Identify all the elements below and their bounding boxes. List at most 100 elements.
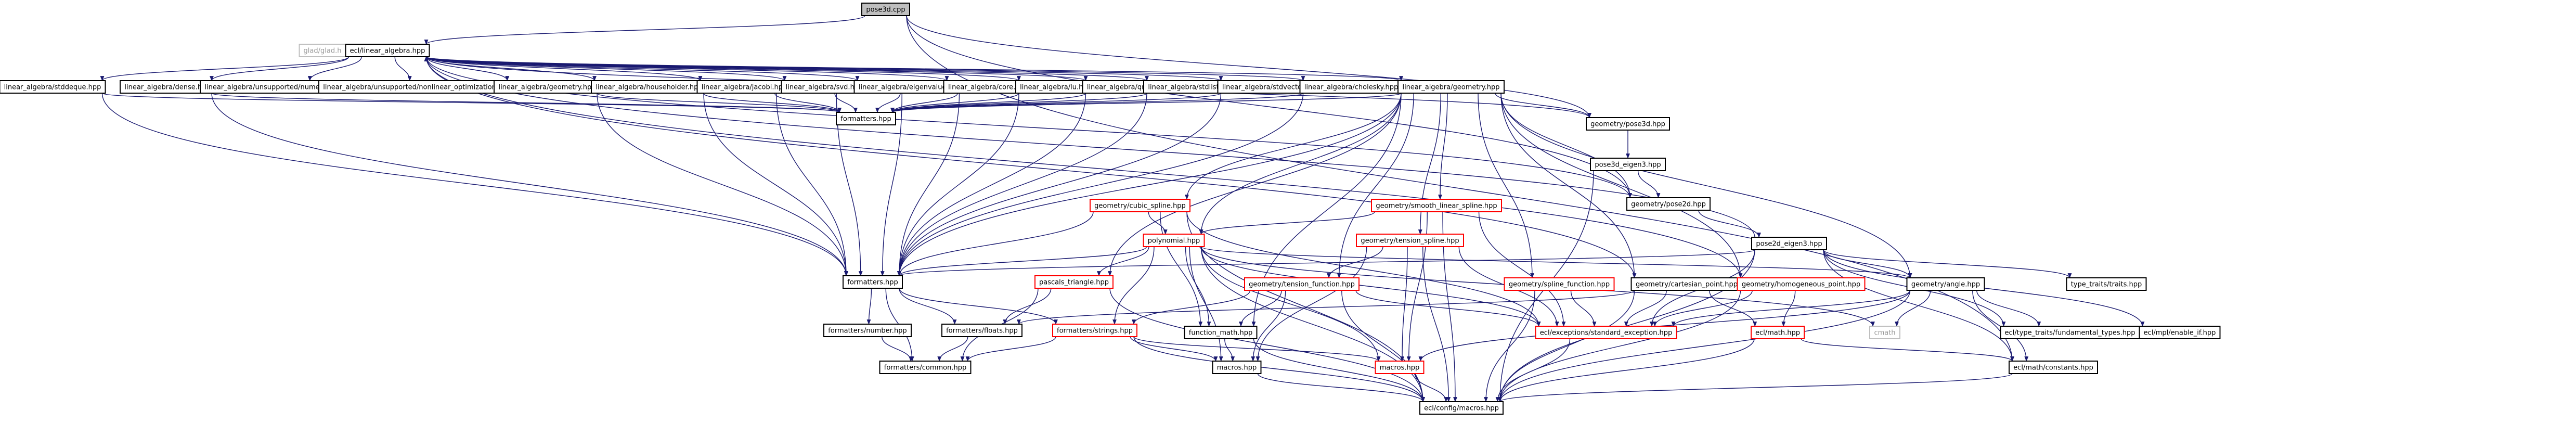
- node-label: glad/glad.h: [304, 47, 342, 55]
- edge-core-to-formatters: [897, 93, 960, 276]
- node-label: linear_algebra/householder.hpp: [596, 84, 702, 92]
- edge-linear-algebra-to-qr: [425, 56, 1088, 81]
- graph-node-la-geometry[interactable]: linear_algebra/geometry.hpp: [494, 80, 601, 94]
- graph-node-std-exception[interactable]: ecl/exceptions/standard_exception.hpp: [1535, 326, 1677, 339]
- graph-node-formatters-top[interactable]: formatters.hpp: [836, 112, 896, 125]
- edge-linear-algebra-to-jacobi: [425, 56, 703, 81]
- edge-ecl-la-geometry-to-spline-function: [1478, 93, 1534, 278]
- node-box: [2009, 361, 2098, 374]
- graph-node-svd[interactable]: linear_algebra/svd.hpp: [781, 80, 868, 94]
- edge-pascals-triangle-to-formatters-floats: [1003, 288, 1052, 325]
- graph-node-nonlinear-opt[interactable]: linear_algebra/unsupported/nonlinear_opt…: [318, 80, 516, 94]
- node-label: linear_algebra/cholesky.hpp: [1304, 84, 1399, 92]
- node-label: geometry/smooth_linear_spline.hpp: [1376, 202, 1497, 210]
- edge-pose2d-eigen3-to-math-constants: [1823, 249, 2014, 362]
- edge-spline-function-to-std-exception: [1570, 290, 1597, 327]
- node-label: linear_algebra/geometry.hpp: [498, 84, 596, 92]
- graph-node-homogeneous-point[interactable]: geometry/homogeneous_point.hpp: [1737, 277, 1866, 291]
- edge-stdlist-to-formatters: [897, 93, 1147, 276]
- edge-tension-spline-to-tension-function: [1327, 246, 1383, 278]
- edge-formatters-to-formatters-number: [866, 288, 872, 325]
- edge-cubic-spline-to-std-exception: [1186, 211, 1541, 327]
- graph-node-cholesky[interactable]: linear_algebra/cholesky.hpp: [1299, 80, 1403, 94]
- graph-node-linear-algebra[interactable]: ecl/linear_algebra.hpp: [345, 44, 430, 57]
- graph-node-householder[interactable]: linear_algebra/householder.hpp: [591, 80, 707, 94]
- edge-tension-function-to-formatters-strings: [1132, 290, 1251, 325]
- edge-linear-algebra-to-ecl-la-geometry: [425, 56, 1403, 81]
- edge-angle-to-std-exception: [1671, 290, 1911, 327]
- node-box: [2000, 326, 2140, 339]
- edge-cubic-spline-to-formatters: [897, 211, 1094, 276]
- graph-node-formatters-common[interactable]: formatters/common.hpp: [879, 361, 972, 374]
- node-label: linear_algebra/stddeque.hpp: [4, 84, 101, 92]
- node-box: [1212, 361, 1262, 374]
- node-label: pascals_triangle.hpp: [1039, 279, 1109, 287]
- graph-node-tension-spline[interactable]: geometry/tension_spline.hpp: [1356, 234, 1464, 247]
- edge-linear-algebra-to-numerical-diff: [307, 56, 362, 81]
- edge-ecl-la-geometry-to-pose3d-hpp: [1495, 93, 1591, 118]
- edge-macros-plain-to-config-macros: [1257, 373, 1425, 402]
- node-box: [1751, 326, 1805, 339]
- graph-node-formatters-floats[interactable]: formatters/floats.hpp: [941, 324, 1022, 337]
- node-label: ecl/linear_algebra.hpp: [350, 47, 425, 55]
- graph-node-dense[interactable]: linear_algebra/dense.hpp: [120, 80, 215, 94]
- node-label: ecl/type_traits/fundamental_types.hpp: [2005, 329, 2135, 337]
- graph-node-pose3d-hpp[interactable]: geometry/pose3d.hpp: [1586, 117, 1670, 131]
- graph-node-tension-function[interactable]: geometry/tension_function.hpp: [1244, 277, 1360, 291]
- edge-linear-algebra-to-stdvector: [425, 56, 1223, 81]
- graph-node-pascals-triangle[interactable]: pascals_triangle.hpp: [1034, 275, 1114, 289]
- node-label: geometry/cartesian_point.hpp: [1636, 281, 1738, 289]
- node-label: polynomial.hpp: [1148, 237, 1200, 245]
- graph-node-config-macros[interactable]: ecl/config/macros.hpp: [1419, 401, 1504, 415]
- edge-cholesky-to-formatters-top: [890, 93, 1304, 113]
- edge-dense-to-formatters: [211, 93, 848, 276]
- graph-node-enable-if[interactable]: ecl/mpl/enable_if.hpp: [2139, 326, 2221, 339]
- edge-cartesian-point-to-std-exception: [1624, 290, 1667, 327]
- edge-tension-spline-to-config-macros: [1422, 246, 1451, 402]
- node-box: [1630, 277, 1743, 291]
- node-box: [1535, 326, 1677, 339]
- edge-polynomial-to-function-math: [1185, 246, 1211, 327]
- edge-linear-algebra-to-eigenvalues: [425, 56, 860, 81]
- edge-homogeneous-point-to-linear-algebra: [424, 56, 1741, 278]
- graph-node-angle[interactable]: geometry/angle.hpp: [1906, 277, 1985, 291]
- node-box: [1590, 158, 1666, 171]
- graph-node-pose2d-hpp[interactable]: geometry/pose2d.hpp: [1626, 197, 1711, 211]
- graph-node-formatters[interactable]: formatters.hpp: [843, 275, 903, 289]
- graph-node-macros-plain[interactable]: macros.hpp: [1212, 361, 1262, 374]
- graph-node-pose2d-eigen3[interactable]: pose2d_eigen3.hpp: [1751, 237, 1827, 250]
- graph-node-polynomial[interactable]: polynomial.hpp: [1143, 234, 1205, 247]
- node-label: macros.hpp: [1380, 364, 1419, 372]
- edge-polynomial-to-config-macros: [1200, 246, 1425, 402]
- graph-node-math-constants[interactable]: ecl/math/constants.hpp: [2009, 361, 2098, 374]
- node-box: [1626, 197, 1711, 211]
- edge-qr-to-formatters-top: [890, 93, 1086, 113]
- graph-node-smooth-linear-spline[interactable]: geometry/smooth_linear_spline.hpp: [1371, 199, 1502, 212]
- node-box: [1419, 401, 1504, 415]
- node-label: formatters/number.hpp: [828, 327, 907, 335]
- edge-formatters-to-formatters-strings: [899, 288, 1058, 325]
- graph-node-type-traits[interactable]: type_traits/traits.hpp: [2066, 277, 2147, 291]
- node-label: pose3d.cpp: [866, 6, 905, 14]
- edge-ecl-la-geometry-to-tension-function: [1337, 93, 1414, 278]
- graph-node-formatters-number[interactable]: formatters/number.hpp: [823, 324, 912, 337]
- graph-node-macros-red[interactable]: macros.hpp: [1375, 361, 1425, 374]
- graph-node-cubic-spline[interactable]: geometry/cubic_spline.hpp: [1090, 199, 1190, 212]
- graph-node-spline-function[interactable]: geometry/spline_function.hpp: [1504, 277, 1615, 291]
- edge-ecl-la-geometry-to-tension-spline: [1418, 93, 1441, 235]
- graph-node-ecl-la-geometry[interactable]: linear_algebra/geometry.hpp: [1397, 80, 1505, 94]
- graph-node-fundamental-types[interactable]: ecl/type_traits/fundamental_types.hpp: [2000, 326, 2140, 339]
- node-box: [2139, 326, 2221, 339]
- edge-cartesian-point-to-ecl-math: [1709, 290, 1757, 327]
- edge-polynomial-to-std-exception: [1200, 246, 1541, 327]
- graph-node-pose3d-eigen3[interactable]: pose3d_eigen3.hpp: [1590, 158, 1666, 171]
- graph-node-stddeque[interactable]: linear_algebra/stddeque.hpp: [0, 80, 106, 94]
- graph-node-jacobi[interactable]: linear_algebra/jacobi.hpp: [696, 80, 792, 94]
- graph-node-ecl-math[interactable]: ecl/math.hpp: [1751, 326, 1805, 339]
- graph-node-pose3d-cpp[interactable]: pose3d.cpp: [861, 3, 910, 16]
- node-label: linear_algebra/dense.hpp: [124, 84, 210, 92]
- graph-node-function-math[interactable]: function_math.hpp: [1184, 326, 1258, 339]
- graph-node-formatters-strings[interactable]: formatters/strings.hpp: [1052, 324, 1137, 337]
- node-label: geometry/pose2d.hpp: [1631, 201, 1706, 209]
- graph-node-cartesian-point[interactable]: geometry/cartesian_point.hpp: [1630, 277, 1743, 291]
